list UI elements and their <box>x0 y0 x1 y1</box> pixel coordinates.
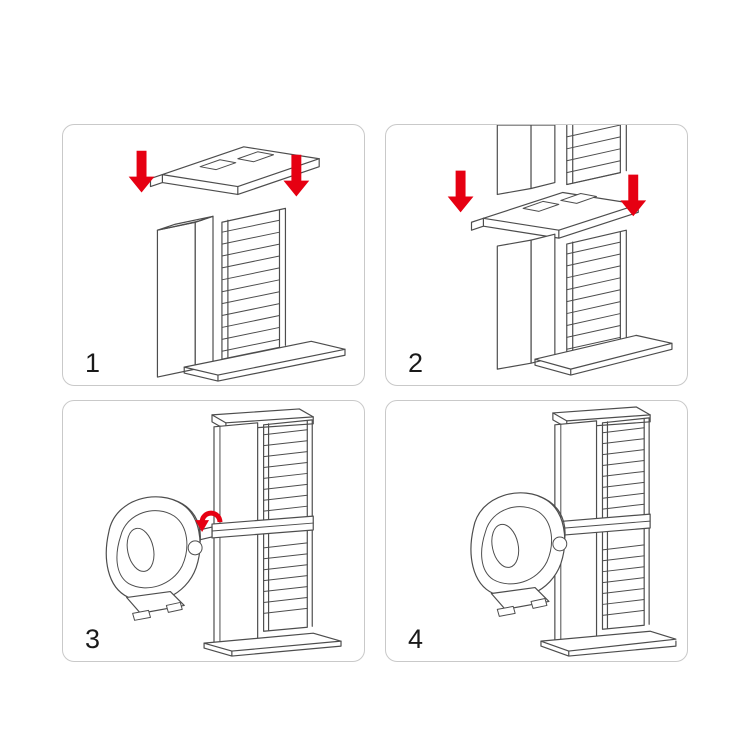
step-panel-4: 4 <box>385 400 688 662</box>
down-arrow-icon <box>447 170 474 213</box>
step-number: 2 <box>408 348 424 378</box>
lower-rack-rungs <box>566 241 621 350</box>
down-arrow-icon <box>128 150 155 193</box>
headset-lens <box>491 523 520 568</box>
lower-column-front-face <box>496 239 532 370</box>
base-plate <box>534 334 673 370</box>
lower-tower-section-drawing <box>496 229 673 376</box>
bracket-slot <box>560 192 598 204</box>
lower-rack-rails <box>566 229 627 356</box>
headset-lens <box>126 527 155 572</box>
bracket-top-face <box>482 191 639 231</box>
lower-column-side-face <box>530 233 556 364</box>
hook-rotate-arrow-icon <box>195 510 223 532</box>
down-arrow-icon <box>620 174 647 217</box>
step-number: 4 <box>408 624 424 654</box>
disc-tower-drawing <box>156 207 346 382</box>
cover-left-tab <box>149 174 163 188</box>
upper-column-front-face <box>496 125 532 196</box>
cover-slot <box>199 159 237 171</box>
base-lip <box>183 348 346 382</box>
upper-tower-section-drawing <box>496 125 627 196</box>
tower-column-side-face <box>194 215 214 370</box>
step-4-illustration <box>470 406 677 657</box>
step-3-illustration <box>105 408 342 657</box>
step-number: 3 <box>85 624 101 654</box>
rack-rungs-upper <box>263 429 308 512</box>
top-cover-drawing <box>149 146 320 196</box>
step-panel-3: 3 <box>62 400 365 662</box>
vr-headset-holder-drawing <box>470 492 568 617</box>
base-lip <box>540 640 677 657</box>
upper-column-side-face <box>530 125 556 190</box>
step-panel-1: 1 <box>62 124 365 386</box>
rack-rungs-lower <box>263 542 308 614</box>
stack-bracket-drawing <box>470 191 639 239</box>
step-number: 1 <box>85 348 101 378</box>
headset-visor-ring <box>481 506 553 585</box>
tower-column-top-slot <box>165 219 203 229</box>
upper-rack-rails <box>566 125 627 186</box>
headset-dial <box>187 540 203 556</box>
tower-column-front-face <box>156 221 196 378</box>
vr-headset-holder-drawing <box>105 496 203 621</box>
headset-dial <box>552 536 568 552</box>
headset-stand-foot <box>530 597 548 609</box>
bracket-slot <box>522 200 560 212</box>
step-1-illustration <box>128 146 346 382</box>
step-2-illustration <box>447 125 673 376</box>
step-panel-2: 2 <box>385 124 688 386</box>
rack-rungs <box>221 219 280 352</box>
base-lip <box>534 342 673 376</box>
headset-stand-foot <box>496 605 516 617</box>
rack-rungs-lower <box>601 544 645 616</box>
headset-strap <box>538 495 566 539</box>
headset-stand-foot <box>165 601 183 613</box>
base-lip <box>203 640 342 657</box>
down-arrow-icon <box>283 154 310 197</box>
tall-tower-drawing <box>539 406 677 657</box>
tower-bracket-line <box>211 522 314 532</box>
tower-bracket-line <box>552 520 651 530</box>
tall-tower-drawing <box>198 408 342 657</box>
headset-strap <box>173 499 201 543</box>
bracket-left-tab <box>470 217 485 231</box>
headset-stand-foot <box>132 609 151 621</box>
cover-slot <box>237 151 275 163</box>
rotate-arrow-head <box>195 520 210 532</box>
headset-visor-ring <box>116 510 188 589</box>
upper-rack-rungs <box>566 125 621 186</box>
base-plate <box>540 630 677 652</box>
rotate-arrow-arc <box>199 510 223 523</box>
rack-rails <box>221 207 287 360</box>
rack-rungs-upper <box>601 427 645 510</box>
